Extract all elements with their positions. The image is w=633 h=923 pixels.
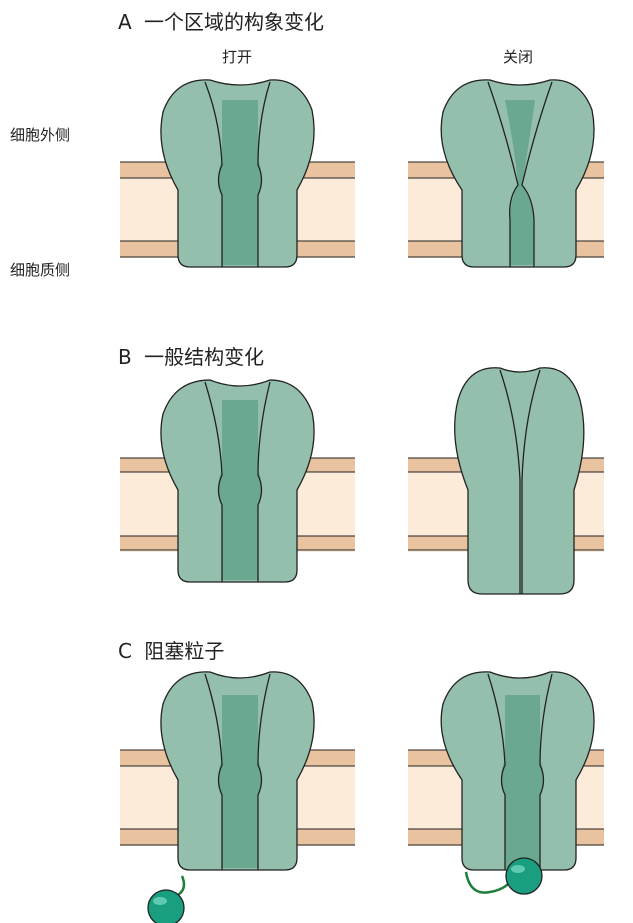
channel-b-closed: [455, 368, 584, 594]
section-a-diagram: [0, 0, 633, 300]
channel-a-open: [161, 80, 314, 267]
channel-b-open: [161, 380, 314, 582]
channel-a-closed: [441, 80, 594, 267]
blocking-particle-bound: [506, 858, 542, 894]
blocking-particle-free: [148, 890, 184, 923]
channel-c-blocked: [441, 672, 594, 870]
channel-c-open: [161, 672, 314, 870]
tether-right: [466, 872, 508, 893]
section-c-diagram: [0, 640, 633, 923]
section-b-diagram: [0, 340, 633, 610]
